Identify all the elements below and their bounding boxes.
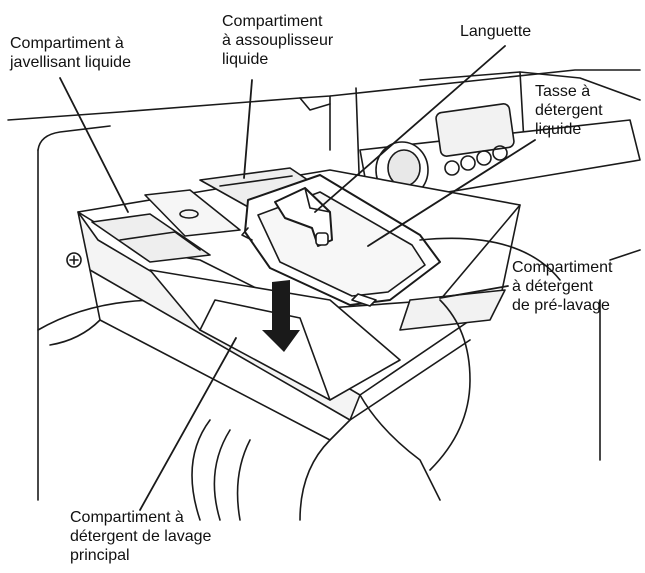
label-softener-compartment: Compartiment à assouplisseur liquide xyxy=(222,13,334,68)
panel-button xyxy=(492,145,508,161)
label-bleach-compartment: Compartiment à javellisant liquide xyxy=(10,35,131,71)
display-screen xyxy=(435,103,515,157)
insert-arrow xyxy=(262,280,300,352)
label-tab: Languette xyxy=(460,23,532,40)
panel-button xyxy=(476,150,492,166)
label-detergent-cup: Tasse à détergent liquide xyxy=(535,83,603,138)
leader-softener xyxy=(243,79,253,179)
leader-lines xyxy=(59,45,536,511)
label-prewash-compartment: Compartiment à détergent de pré-lavage xyxy=(512,259,613,314)
leader-cup xyxy=(367,139,536,247)
siphon-cap xyxy=(179,209,199,219)
panel-button xyxy=(444,160,460,176)
bleach-compartment xyxy=(91,213,211,263)
washer-drum xyxy=(191,237,641,521)
leader-mainwash xyxy=(139,337,237,511)
leader-tab xyxy=(314,45,506,213)
prewash-compartment xyxy=(399,289,506,331)
panel-button xyxy=(460,155,476,171)
label-mainwash-compartment: Compartiment à détergent de lavage princ… xyxy=(70,509,212,564)
screw xyxy=(66,252,82,268)
leader-prewash xyxy=(439,285,509,299)
detergent-cup xyxy=(241,174,441,307)
leader-bleach xyxy=(59,77,129,213)
washer-body xyxy=(7,69,641,501)
